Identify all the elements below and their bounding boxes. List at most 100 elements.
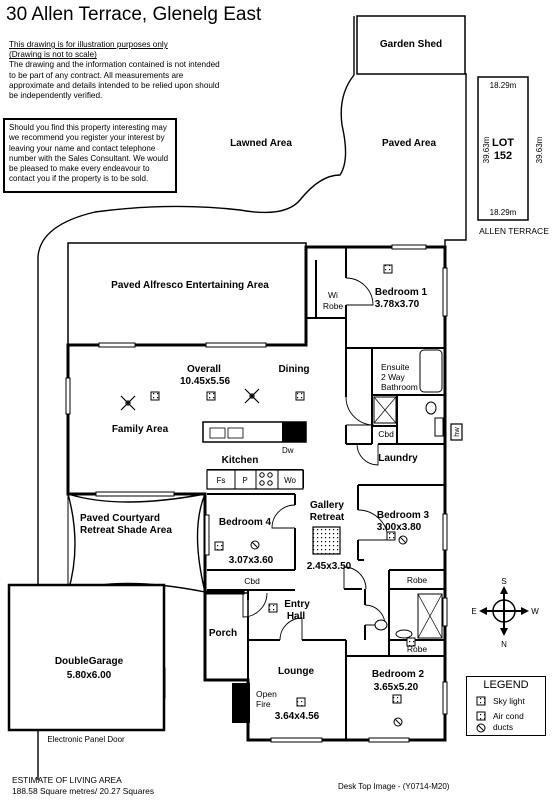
- ensuite-label-3: Bathroom: [381, 382, 418, 392]
- lounge-label: Lounge: [278, 666, 315, 677]
- skylight-icon: [392, 694, 402, 704]
- garden-shed: [356, 15, 466, 75]
- skylight-icon: [206, 391, 216, 401]
- entry-label-2: Hall: [287, 611, 306, 622]
- compass-icon: [479, 586, 529, 636]
- wall-oven-label: Wo: [284, 476, 296, 485]
- ceiling-fan-icon: [120, 395, 136, 411]
- skylight-icon: [150, 391, 160, 401]
- compass-e: E: [471, 607, 476, 616]
- bedroom3-label: Bedroom 3: [377, 510, 430, 521]
- disclaimer-line-2: (Drawing is not to scale): [9, 50, 97, 60]
- toilet-icon: [374, 619, 388, 631]
- wi-robe-label-2: Robe: [323, 301, 344, 311]
- kitchen-appliances: [234, 470, 279, 489]
- skylight-icon: [406, 637, 416, 647]
- bathtub-icon: [419, 349, 443, 393]
- shade-sail: [66, 492, 207, 594]
- courtyard-label-2: Retreat Shade Area: [80, 525, 172, 536]
- gallery-label-2: Retreat: [310, 512, 345, 523]
- site-labels: 18.29m 18.29m LOT 152 39.63m 39.63m ALLE…: [479, 81, 549, 236]
- garage-door-label: Electronic Panel Door: [47, 735, 125, 744]
- lot-right-dim: 39.63m: [535, 136, 544, 163]
- gallery-skylight: [312, 526, 341, 555]
- porch-label: Porch: [209, 628, 237, 639]
- shower-cross: [373, 396, 397, 424]
- disclaimer-body: The drawing and the information containe…: [9, 60, 220, 101]
- bedroom2-size: 3.65x5.20: [374, 682, 419, 693]
- legend-title: LEGEND: [483, 679, 529, 691]
- basin-icon: [395, 629, 413, 639]
- robe3-label: Robe: [407, 575, 428, 585]
- alfresco-area: [67, 242, 307, 346]
- lot-bottom-dim: 18.29m: [490, 208, 517, 217]
- bedroom4-size: 3.07x3.60: [229, 555, 274, 566]
- kitchen-bench: [206, 469, 304, 490]
- lot-left-dim: 39.63m: [482, 136, 491, 163]
- ensuite-label-2: 2 Way: [381, 372, 406, 382]
- estimate-title: ESTIMATE OF LIVING AREA: [12, 775, 122, 785]
- wi-robe-label-1: Wi: [328, 290, 338, 300]
- lawned-area-label: Lawned Area: [230, 138, 292, 149]
- skylight-markers: [150, 264, 416, 707]
- garage-size: 5.80x6.00: [67, 670, 112, 681]
- bedroom2-label: Bedroom 2: [372, 669, 425, 680]
- sink-icon: [227, 427, 244, 439]
- legend-aircond-icon: [476, 711, 486, 721]
- fireplace: [232, 683, 250, 723]
- bedroom4-cbd-label: Cbd: [244, 576, 260, 586]
- pantry-label: P: [242, 476, 247, 485]
- laundry-label: Laundry: [378, 453, 418, 464]
- sink-icon: [209, 427, 226, 439]
- hot-water-unit: [450, 423, 463, 441]
- air-duct-icon: [393, 717, 403, 727]
- ceiling-fan-icon: [244, 388, 260, 404]
- toilet-icon: [425, 401, 437, 415]
- legend-icons: [476, 696, 486, 733]
- lot-top-dim: 18.29m: [490, 81, 517, 90]
- hot-water-label: hw: [452, 427, 461, 437]
- page-title: 30 Allen Terrace, Glenelg East: [6, 4, 262, 25]
- courtyard-label-1: Paved Courtyard: [80, 513, 160, 524]
- lot-label: LOT: [492, 137, 514, 149]
- bedroom1-size: 3.78x3.70: [375, 299, 420, 310]
- legend-skylight: Sky light: [493, 696, 525, 706]
- disclaimer: This drawing is for illustration purpose…: [9, 40, 224, 101]
- porch-outline: [204, 592, 249, 681]
- overall-label: Overall: [187, 364, 221, 375]
- legend-aircond-2: ducts: [493, 722, 514, 732]
- living-area-estimate: ESTIMATE OF LIVING AREA 188.58 Square me…: [12, 775, 154, 797]
- lounge-size: 3.64x4.56: [275, 711, 320, 722]
- fs-label: Fs: [217, 476, 226, 485]
- robe2-label: Robe: [407, 644, 428, 654]
- entry-label-1: Entry: [284, 599, 310, 610]
- open-fire-label-1: Open: [256, 689, 277, 699]
- legend-aircond-1: Air cond: [493, 711, 524, 721]
- bedroom4-label: Bedroom 4: [219, 517, 272, 528]
- lot-outline: [477, 76, 529, 221]
- alfresco-label: Paved Alfresco Entertaining Area: [111, 280, 269, 291]
- compass-n: N: [501, 640, 507, 649]
- compass-w: W: [531, 607, 539, 616]
- contact-note: Should you find this property interestin…: [3, 118, 177, 193]
- legend-skylight-icon: [476, 696, 486, 706]
- garden-shed-label: Garden Shed: [380, 39, 442, 50]
- air-cond-markers: [250, 535, 408, 727]
- compass-labels: S N E W: [471, 577, 539, 649]
- air-duct-icon: [398, 535, 408, 545]
- estimate-value: 188.58 Square metres/ 20.27 Squares: [12, 786, 155, 796]
- dishwasher-icon: [282, 422, 306, 442]
- boundary-line: [37, 16, 467, 780]
- desk-image-ref: Desk Top Image - (Y0714-M20): [338, 782, 450, 791]
- garage-label: DoubleGarage: [55, 656, 124, 667]
- street-name: ALLEN TERRACE: [479, 226, 549, 236]
- air-duct-icon: [250, 540, 260, 550]
- skylight-icon: [296, 697, 306, 707]
- skylight-icon: [295, 391, 305, 401]
- skylight-icon: [386, 531, 396, 541]
- family-area-label: Family Area: [112, 424, 169, 435]
- overall-size: 10.45x5.56: [180, 376, 230, 387]
- gallery-label-1: Gallery: [310, 500, 344, 511]
- disclaimer-line-1: This drawing is for illustration purpose…: [9, 40, 168, 49]
